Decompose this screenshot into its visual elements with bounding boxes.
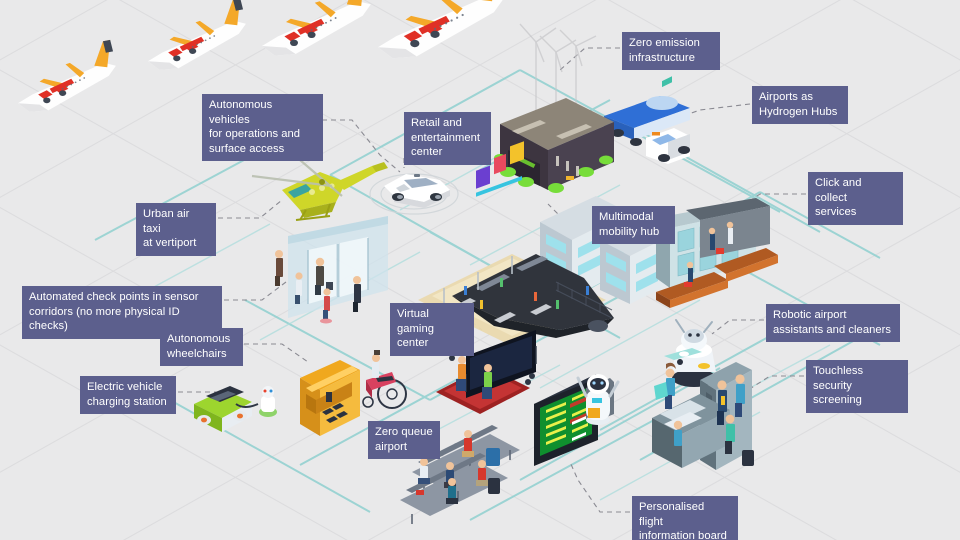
parcel-locker-wall bbox=[656, 198, 778, 308]
glass-sensor-corridor bbox=[288, 216, 388, 318]
humanoid-service-robot bbox=[576, 374, 620, 425]
parked-aircraft-1 bbox=[18, 39, 116, 112]
label-autonomous-vehicles[interactable]: Autonomous vehicles for operations and s… bbox=[202, 94, 323, 162]
label-click-and-collect-services[interactable]: Click and collect services bbox=[808, 172, 903, 225]
autonomous-wheelchair bbox=[362, 350, 407, 409]
label-multimodal-mobility-hub[interactable]: Multimodal mobility hub bbox=[592, 206, 675, 245]
retail-building bbox=[494, 98, 614, 193]
vr-gaming-area bbox=[436, 141, 537, 414]
orange-service-kiosk bbox=[300, 360, 360, 436]
multimodal-transit-station bbox=[418, 196, 682, 346]
vertiport-helicopter bbox=[251, 159, 388, 221]
tray-serving-robot bbox=[664, 319, 716, 387]
label-zero-emission-infrastructure[interactable]: Zero emission infrastructure bbox=[622, 32, 720, 71]
hydrogen-fuel-tanker bbox=[604, 96, 690, 164]
label-autonomous-wheelchairs[interactable]: Autonomous wheelchairs bbox=[160, 328, 243, 367]
label-robotic-airport-assistants[interactable]: Robotic airport assistants and cleaners bbox=[766, 304, 900, 343]
label-urban-air-taxi[interactable]: Urban air taxi at vertiport bbox=[136, 203, 216, 256]
ev-charge-point bbox=[194, 386, 277, 432]
passenger-group bbox=[275, 250, 361, 324]
label-virtual-gaming-center[interactable]: Virtual gaming center bbox=[390, 303, 474, 356]
label-airports-as-hydrogen-hubs[interactable]: Airports as Hydrogen Hubs bbox=[752, 86, 848, 125]
gate-seating-rows bbox=[400, 425, 520, 524]
x-ray-security-checkpoint bbox=[652, 76, 754, 470]
parked-aircraft-4 bbox=[378, 0, 504, 59]
self-driving-car bbox=[369, 173, 459, 215]
label-retail-entertainment-center[interactable]: Retail and entertainment center bbox=[404, 112, 491, 165]
label-touchless-security-screening[interactable]: Touchless security screening bbox=[806, 360, 908, 413]
parked-aircraft-2 bbox=[148, 0, 246, 70]
parked-aircraft-3 bbox=[262, 0, 371, 56]
label-personalised-flight-information-board[interactable]: Personalised flight information board bbox=[632, 496, 738, 540]
label-zero-queue-airport[interactable]: Zero queue airport bbox=[368, 421, 440, 460]
label-electric-vehicle-charging-station[interactable]: Electric vehicle charging station bbox=[80, 376, 176, 415]
